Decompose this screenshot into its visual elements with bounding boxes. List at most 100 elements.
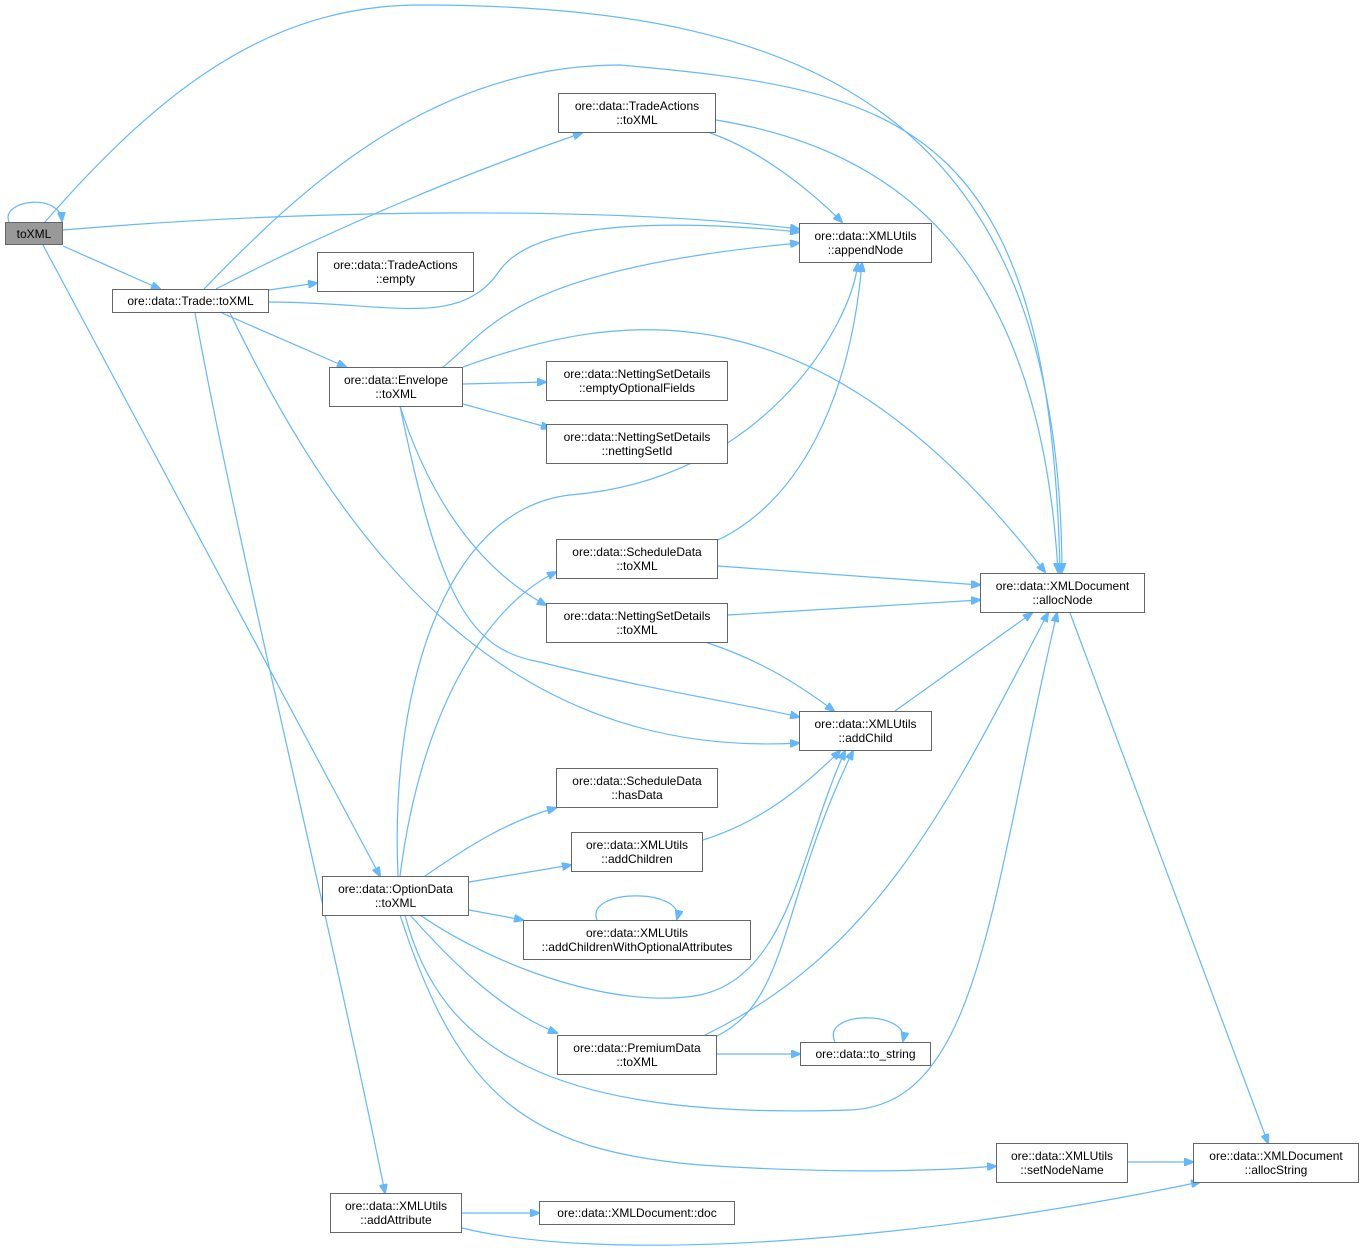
node-label: ::allocString: [1244, 1163, 1308, 1177]
node-label: ore::data::NettingSetDetails: [563, 609, 711, 623]
node-scheduledata-hasdata[interactable]: ore::data::ScheduleData::hasData: [556, 768, 718, 808]
node-label: ::toXML: [374, 896, 417, 910]
node-xmlutils-addattribute[interactable]: ore::data::XMLUtils::addAttribute: [330, 1193, 462, 1233]
edge-addchild-allocnode: [894, 613, 1032, 712]
edge-addattribute-allocstring: [461, 1182, 1200, 1246]
edge-optiondata-scheduledata: [399, 572, 556, 877]
node-label: ::hasData: [611, 788, 663, 802]
node-label: ore::data::ScheduleData: [572, 545, 702, 559]
node-label: ::nettingSetId: [601, 444, 673, 458]
node-label: ore::data::NettingSetDetails: [563, 430, 711, 444]
edge-envelope-nsd-toxml: [399, 405, 546, 605]
node-envelope-toxml[interactable]: ore::data::Envelope::toXML: [329, 367, 463, 407]
node-label: ::toXML: [616, 1055, 658, 1069]
node-optiondata-toxml[interactable]: ore::data::OptionData::toXML: [322, 876, 469, 916]
edge-trade-tradeactions: [215, 133, 582, 290]
node-label: ore::data::TradeActions: [333, 258, 458, 272]
node-label: ore::data::NettingSetDetails: [563, 367, 711, 381]
node-label: ::allocNode: [1032, 593, 1093, 607]
node-label: toXML: [16, 226, 52, 241]
edge-trade-appendnode: [268, 224, 799, 310]
edge-tradeactions-allocnode: [715, 119, 1058, 572]
edge-tradeactions-appendnode: [709, 132, 842, 222]
node-label: ::emptyOptionalFields: [578, 381, 696, 395]
node-label: ore::data::Envelope: [343, 373, 449, 387]
node-label: ore::data::XMLUtils: [1010, 1149, 1114, 1163]
node-label: ::toXML: [616, 559, 658, 573]
edge-root-optiondata: [42, 244, 380, 876]
edge-trade-allocnode: [203, 64, 1060, 572]
node-nsd-emptyoptionalfields[interactable]: ore::data::NettingSetDetails::emptyOptio…: [546, 361, 728, 401]
edge-root-allocnode: [44, 4, 1062, 572]
node-label: ore::data::XMLDocument::doc: [557, 1206, 717, 1220]
edge-optiondata-premiumdata: [409, 914, 557, 1033]
node-xmlutils-setnodename[interactable]: ore::data::XMLUtils::setNodeName: [996, 1143, 1128, 1183]
node-label: ::empty: [375, 272, 416, 286]
edge-allocnode-allocstring: [1069, 612, 1268, 1143]
edge-envelope-addchild: [399, 405, 799, 717]
edge-optiondata-addchildren: [468, 865, 571, 883]
edge-root-trade: [62, 245, 160, 289]
edge-trade-addchild: [229, 312, 799, 744]
node-label: ore::data::OptionData: [338, 882, 453, 896]
node-xmldocument-doc[interactable]: ore::data::XMLDocument::doc: [539, 1201, 735, 1225]
edge-envelope-emptyoptional: [462, 382, 546, 384]
edge-envelope-allocnode: [462, 329, 1045, 572]
edge-optiondata-addchild: [419, 751, 845, 999]
node-xmlutils-addchildrenwithoptionalattributes[interactable]: ore::data::XMLUtils::addChildrenWithOpti…: [523, 920, 751, 960]
node-label: ::appendNode: [827, 243, 904, 257]
node-tradeactions-toxml[interactable]: ore::data::TradeActions::toXML: [558, 93, 716, 133]
node-label: ore::data::PremiumData: [573, 1041, 701, 1055]
edge-premiumdata-addchild: [716, 751, 853, 1037]
node-trade-toxml[interactable]: ore::data::Trade::toXML: [112, 289, 269, 313]
node-nsd-toxml[interactable]: ore::data::NettingSetDetails::toXML: [546, 603, 728, 643]
edge-premiumdata-allocnode: [704, 613, 1048, 1036]
node-label: ::toXML: [375, 387, 417, 401]
edge-trade-addattribute: [194, 312, 385, 1193]
edge-root-self: [7, 201, 62, 222]
edge-optiondata-allocnode: [404, 613, 1057, 1112]
node-tradeactions-empty[interactable]: ore::data::TradeActions::empty: [317, 252, 474, 292]
node-label: ore::data::XMLUtils: [585, 926, 689, 940]
node-label: ore::data::XMLUtils: [814, 717, 917, 731]
node-label: ::addAttribute: [360, 1213, 432, 1227]
node-scheduledata-toxml[interactable]: ore::data::ScheduleData::toXML: [556, 539, 718, 579]
node-xmldocument-allocstring[interactable]: ore::data::XMLDocument::allocString: [1193, 1143, 1359, 1183]
node-label: ore::data::ScheduleData: [572, 774, 702, 788]
node-label: ::toXML: [616, 623, 658, 637]
edge-optiondata-hasdata: [424, 808, 556, 877]
node-label: ore::data::Trade::toXML: [127, 294, 254, 308]
node-xmlutils-addchild[interactable]: ore::data::XMLUtils::addChild: [799, 711, 932, 751]
node-label: ::setNodeName: [1020, 1163, 1104, 1177]
edge-addchildren-addchild: [702, 751, 840, 841]
node-label: ore::data::XMLUtils: [344, 1199, 448, 1213]
node-xmldocument-allocnode[interactable]: ore::data::XMLDocument::allocNode: [980, 573, 1145, 613]
edge-envelope-appendnode: [442, 243, 799, 368]
edge-trade-empty: [268, 283, 317, 291]
node-label: ::addChild: [838, 731, 893, 745]
node-label: ore::data::XMLUtils: [585, 838, 689, 852]
node-label: ::addChildrenWithOptionalAttributes: [541, 940, 733, 954]
edge-trade-envelope: [221, 312, 346, 367]
node-label: ore::data::XMLDocument: [995, 579, 1130, 593]
node-xmlutils-addchildren[interactable]: ore::data::XMLUtils::addChildren: [571, 832, 703, 872]
edge-nsd-addchild: [704, 641, 834, 711]
node-label: ore::data::XMLDocument: [1209, 1149, 1343, 1163]
edge-scheduledata-appendnode: [717, 263, 862, 541]
node-premiumdata-toxml[interactable]: ore::data::PremiumData::toXML: [557, 1035, 717, 1075]
edge-root-appendnode: [62, 212, 799, 230]
node-toxml-root[interactable]: toXML: [5, 222, 63, 245]
edge-to-string-self: [832, 1017, 903, 1042]
node-to-string[interactable]: ore::data::to_string: [800, 1042, 931, 1066]
node-label: ::toXML: [616, 113, 658, 127]
node-label: ore::data::TradeActions: [574, 99, 700, 113]
edge-optiondata-setnodename: [399, 914, 996, 1172]
node-label: ore::data::XMLUtils: [814, 229, 917, 243]
node-nsd-nettingsetid[interactable]: ore::data::NettingSetDetails::nettingSet…: [546, 424, 728, 464]
edge-optiondata-appendnode: [396, 263, 858, 877]
node-xmlutils-appendnode[interactable]: ore::data::XMLUtils::appendNode: [799, 223, 932, 263]
edge-envelope-nettingsetid: [462, 403, 550, 428]
node-label: ore::data::to_string: [815, 1047, 916, 1061]
